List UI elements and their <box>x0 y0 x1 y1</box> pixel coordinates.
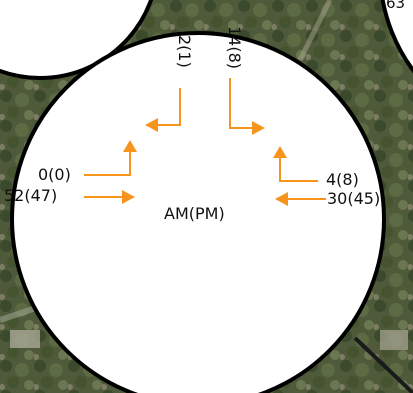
intersection-callout-circle <box>10 31 386 393</box>
count-east-upper: 4(8) <box>326 170 359 189</box>
movement-arrow-north-left <box>158 88 181 126</box>
arrowhead-east-lower <box>275 192 288 206</box>
count-west-upper: 0(0) <box>38 165 71 184</box>
neighbor-callout-top-left <box>0 0 154 80</box>
movement-arrow-west-upper <box>84 150 131 176</box>
arrowhead-north-left <box>145 118 158 132</box>
count-north-left: 2(1) <box>175 35 194 68</box>
count-east-lower: 30(45) <box>327 189 381 208</box>
count-north-right: 14(8) <box>225 26 244 70</box>
arrowhead-west-lower <box>122 190 135 204</box>
arrowhead-west-upper <box>123 140 137 152</box>
count-west-lower: 52(47) <box>4 186 58 205</box>
arrowhead-north-right <box>252 121 265 135</box>
arrowhead-east-upper <box>273 146 287 158</box>
neighbor-callout-top-right <box>380 0 413 74</box>
period-label: AM(PM) <box>164 204 225 223</box>
movement-arrow-east-upper <box>279 158 318 182</box>
callout-leader-line <box>353 336 413 393</box>
corner-partial-label: 63 <box>386 0 406 12</box>
movement-arrow-north-right <box>229 78 252 129</box>
